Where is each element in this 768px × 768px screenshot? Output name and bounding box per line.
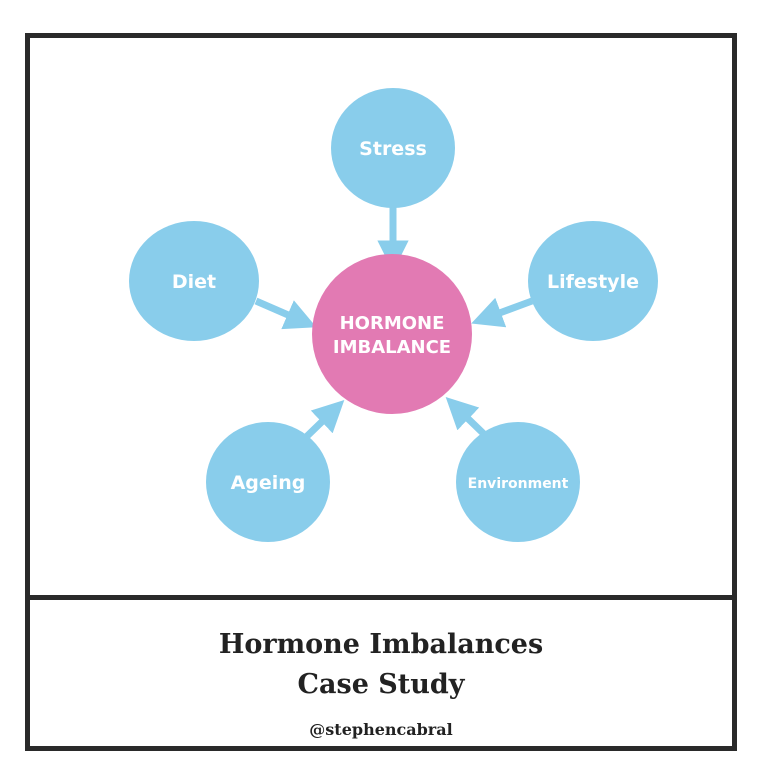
node-lifestyle: Lifestyle bbox=[528, 221, 658, 341]
arrow-diet bbox=[254, 297, 317, 330]
author-handle[interactable]: @stephencabral bbox=[309, 720, 453, 739]
diagram-area: Stress Diet Lifestyle Ageing Environment bbox=[30, 38, 732, 595]
center-label-line2: IMBALANCE bbox=[333, 337, 451, 358]
arrow-environment bbox=[445, 397, 489, 439]
caption-title-line1: Hormone Imbalances bbox=[218, 629, 544, 660]
node-ageing: Ageing bbox=[206, 422, 330, 542]
arrow-lifestyle bbox=[471, 297, 534, 328]
node-environment: Environment bbox=[456, 422, 580, 542]
node-environment-label: Environment bbox=[468, 476, 569, 492]
hormone-diagram: Stress Diet Lifestyle Ageing Environment bbox=[129, 88, 658, 542]
node-ageing-label: Ageing bbox=[231, 472, 306, 494]
center-label-line1: HORMONE bbox=[340, 313, 445, 334]
node-diet-label: Diet bbox=[172, 271, 216, 293]
node-diet: Diet bbox=[129, 221, 259, 341]
node-lifestyle-label: Lifestyle bbox=[547, 271, 639, 293]
card-frame: Stress Diet Lifestyle Ageing Environment bbox=[25, 33, 737, 751]
divider bbox=[30, 595, 732, 600]
caption-area: Hormone Imbalances Case Study @stephenca… bbox=[30, 600, 732, 746]
node-hormone-imbalance: HORMONE IMBALANCE bbox=[312, 254, 472, 414]
node-stress-label: Stress bbox=[359, 138, 427, 160]
node-stress: Stress bbox=[331, 88, 455, 208]
caption-title-line2: Case Study bbox=[297, 669, 465, 700]
